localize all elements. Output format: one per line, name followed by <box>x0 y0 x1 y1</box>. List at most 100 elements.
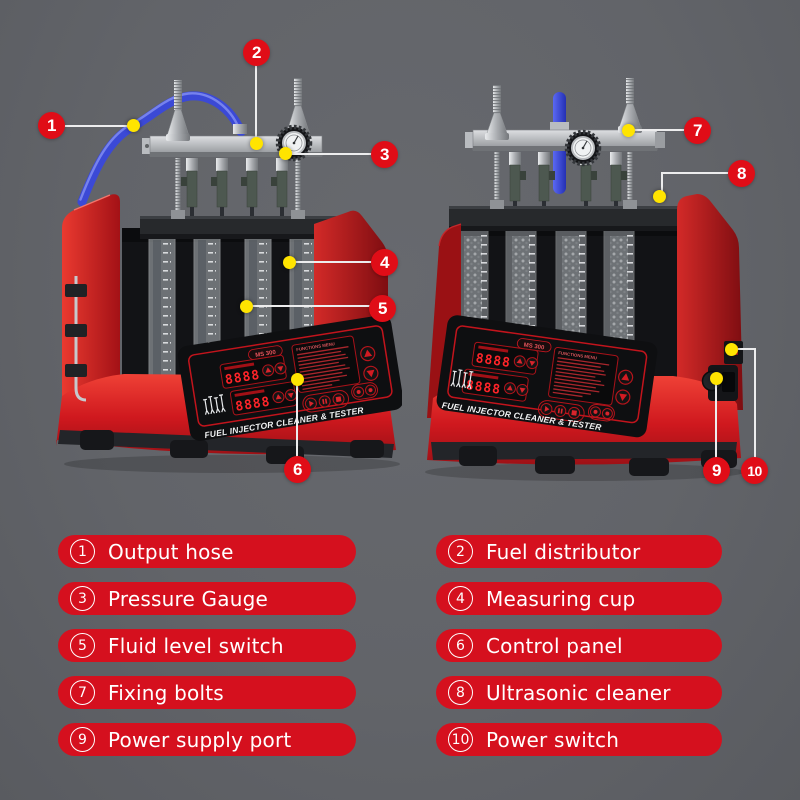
control-panel: MS 300 8888 8888 FUNCTIONS MENU <box>436 315 658 438</box>
legend-number: 1 <box>70 539 95 564</box>
model-badge-text: MS 300 <box>255 350 277 359</box>
callout-2-circle: 2 <box>243 39 270 66</box>
legend-item-control-panel: 6 Control panel <box>436 629 722 662</box>
callout-6-circle: 6 <box>284 456 311 483</box>
callout-10-line-v <box>754 348 756 458</box>
legend-item-fluid-level-switch: 5 Fluid level switch <box>58 629 356 662</box>
callout-2-line <box>255 64 257 140</box>
callout-1-circle: 1 <box>38 112 65 139</box>
panel-buttons <box>302 382 379 413</box>
svg-text:8888: 8888 <box>465 378 502 398</box>
base-strip <box>58 430 394 458</box>
panel-buttons <box>537 400 615 423</box>
fixing-bolts <box>485 78 642 140</box>
legend-number: 5 <box>70 633 95 658</box>
legend-label: Power switch <box>486 727 620 752</box>
svg-text:8888: 8888 <box>224 368 261 388</box>
callout-8-dot <box>653 190 666 203</box>
legend-label: Fluid level switch <box>108 633 284 658</box>
legend-item-fuel-distributor: 2 Fuel distributor <box>436 535 722 568</box>
legend-number: 9 <box>70 727 95 752</box>
fixing-bolt-shafts <box>494 152 633 208</box>
fixing-bolt-shafts <box>175 158 301 216</box>
fuel-injectors <box>181 158 288 219</box>
callout-9-line <box>715 382 717 458</box>
callout-6-dot <box>291 373 304 386</box>
legend-item-ultrasonic-cleaner: 8 Ultrasonic cleaner <box>436 676 722 709</box>
arrow-buttons <box>615 369 634 405</box>
legend-item-output-hose: 1 Output hose <box>58 535 356 568</box>
callout-6-line <box>296 384 298 458</box>
legend-label: Measuring cup <box>486 586 636 611</box>
callout-4-dot <box>283 256 296 269</box>
legend-number: 2 <box>448 539 473 564</box>
legend-number: 3 <box>70 586 95 611</box>
machine-view-right: MS 300 8888 8888 FUNCTIONS MENU <box>425 78 745 481</box>
callout-5-circle: 5 <box>369 295 396 322</box>
callout-3-dot <box>279 147 292 160</box>
callout-3-line <box>290 153 372 155</box>
callout-1-dot <box>127 119 140 132</box>
legend-label: Ultrasonic cleaner <box>486 680 671 705</box>
legend-number: 4 <box>448 586 473 611</box>
led-display-bottom: 8888 <box>461 368 529 402</box>
callout-5-line <box>251 305 370 307</box>
led-display-bottom: 8888 <box>229 381 298 416</box>
control-panel: MS 300 8888 8888 FUNCTIONS MENU <box>177 315 402 441</box>
callout-10-circle: 10 <box>741 457 768 484</box>
led-display-top: 8888 <box>219 354 287 389</box>
svg-text:8888: 8888 <box>475 351 512 371</box>
fuel-injectors <box>509 152 627 213</box>
led-display-top: 8888 <box>471 341 539 375</box>
legend-number: 7 <box>70 680 95 705</box>
callout-8-line-v <box>661 172 663 194</box>
legend-label: Pressure Gauge <box>108 586 268 611</box>
callout-2-dot <box>250 137 263 150</box>
functions-menu: FUNCTIONS MENU <box>548 347 619 406</box>
callout-7-circle: 7 <box>684 117 711 144</box>
arrow-buttons <box>360 345 379 381</box>
callout-7-line <box>631 129 685 131</box>
svg-text:FUNCTIONS MENU: FUNCTIONS MENU <box>558 350 597 360</box>
base-strip <box>431 442 737 460</box>
callout-9-circle: 9 <box>703 457 730 484</box>
svg-text:8888: 8888 <box>234 394 271 414</box>
callout-4-circle: 4 <box>371 249 398 276</box>
legend-item-power-supply-port: 9 Power supply port <box>58 723 356 756</box>
measuring-cups <box>148 233 317 385</box>
pressure-gauge <box>564 129 602 167</box>
legend-item-power-switch: 10 Power switch <box>436 723 722 756</box>
legend-label: Fuel distributor <box>486 539 641 564</box>
callout-10-line-h <box>734 348 756 350</box>
injector-level-glyph <box>202 394 226 415</box>
legend-label: Fixing bolts <box>108 680 224 705</box>
model-badge-text: MS 300 <box>523 343 545 352</box>
side-clips <box>65 276 87 402</box>
legend-item-pressure-gauge: 3 Pressure Gauge <box>58 582 356 615</box>
callout-4-line <box>294 261 372 263</box>
legend-item-fixing-bolts: 7 Fixing bolts <box>58 676 356 709</box>
svg-text:FUNCTIONS MENU: FUNCTIONS MENU <box>296 341 335 352</box>
mounting-frame <box>449 200 695 231</box>
callout-7-dot <box>622 124 635 137</box>
functions-menu: FUNCTIONS MENU <box>291 335 361 393</box>
callout-8-circle: 8 <box>728 160 755 187</box>
callout-1-line <box>64 125 130 127</box>
callout-3-circle: 3 <box>371 141 398 168</box>
injector-level-glyph <box>450 369 474 389</box>
legend-number: 6 <box>448 633 473 658</box>
output-hose <box>77 91 247 207</box>
machine-view-left: MS 300 8888 8888 FUNCTIONS MENU <box>56 78 402 473</box>
callout-5-dot <box>240 300 253 313</box>
legend-number: 8 <box>448 680 473 705</box>
legend-label: Control panel <box>486 633 623 658</box>
callout-9-dot <box>710 372 723 385</box>
mounting-frame <box>140 210 340 239</box>
legend-number: 10 <box>448 727 473 752</box>
callout-8-line-h <box>662 172 729 174</box>
ground-shadow <box>64 455 400 473</box>
legend-label: Output hose <box>108 539 234 564</box>
legend-label: Power supply port <box>108 727 292 752</box>
callout-10-dot <box>725 343 738 356</box>
